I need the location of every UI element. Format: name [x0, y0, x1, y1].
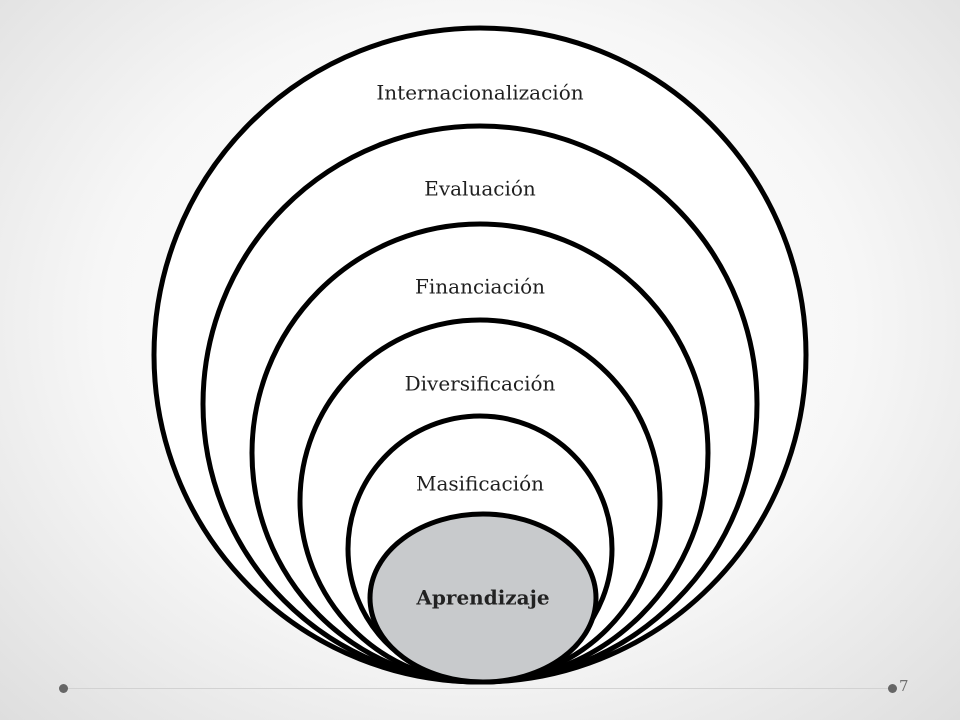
ring-label-evaluacion: Evaluación [424, 177, 536, 201]
ring-label-financiacion: Financiación [415, 275, 545, 299]
ring-label-internacionalizacion: Internacionalización [376, 81, 583, 105]
ring-label-diversificacion: Diversificación [405, 372, 556, 396]
ring-label-masificacion: Masificación [416, 472, 544, 496]
core-aprendizaje [367, 511, 599, 685]
footer-divider [64, 688, 894, 689]
core-label-aprendizaje: Aprendizaje [415, 586, 549, 610]
slide-number: 7 [899, 677, 909, 695]
footer-bullet-right [888, 684, 897, 693]
footer-bullet-left [59, 684, 68, 693]
